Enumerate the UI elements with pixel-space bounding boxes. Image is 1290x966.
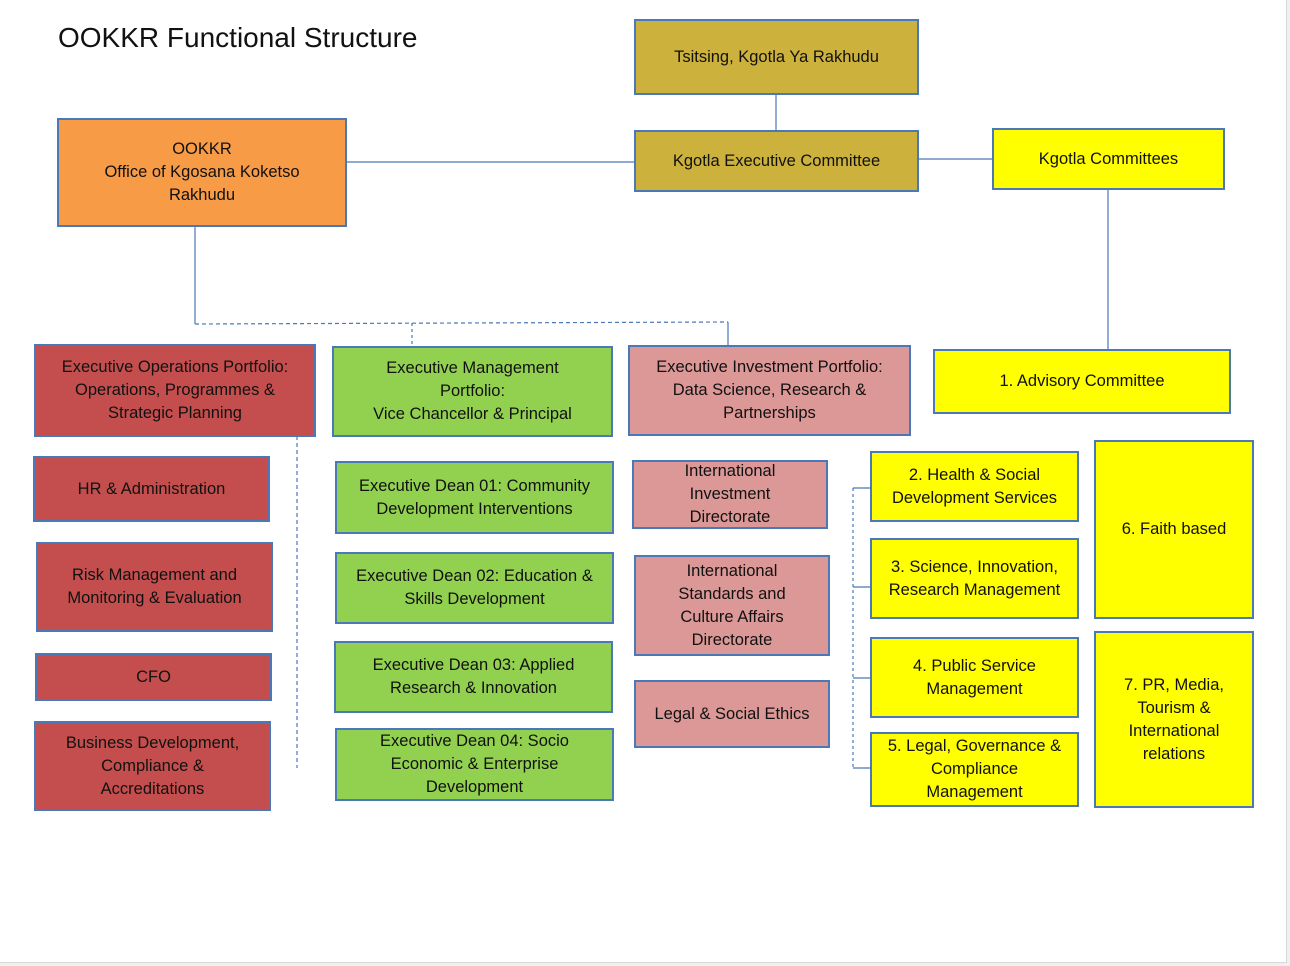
pr-media-committee-box: 7. PR, Media, Tourism & International re…	[1094, 631, 1254, 808]
legal-social-ethics-box: Legal & Social Ethics	[634, 680, 830, 748]
risk-management-box: Risk Management and Monitoring & Evaluat…	[36, 542, 273, 632]
international-investment-box: International Investment Directorate	[632, 460, 828, 529]
link-portfolio-bar	[194, 321, 729, 325]
ookkr-office-box: OOKKR Office of Kgosana Koketso Rakhudu	[57, 118, 347, 227]
operations-portfolio-box: Executive Operations Portfolio: Operatio…	[34, 344, 316, 437]
faith-based-committee-box: 6. Faith based	[1094, 440, 1254, 619]
investment-portfolio-box: Executive Investment Portfolio: Data Sci…	[628, 345, 911, 436]
executive-dean-01-box: Executive Dean 01: Community Development…	[335, 461, 614, 534]
international-standards-box: International Standards and Culture Affa…	[634, 555, 830, 656]
executive-dean-04-box: Executive Dean 04: Socio Economic & Ente…	[335, 728, 614, 801]
cfo-box: CFO	[35, 653, 272, 701]
advisory-committee-box: 1. Advisory Committee	[933, 349, 1231, 414]
management-portfolio-box: Executive Management Portfolio: Vice Cha…	[332, 346, 613, 437]
page-title: OOKKR Functional Structure	[58, 22, 418, 53]
science-innovation-committee-box: 3. Science, Innovation, Research Managem…	[870, 538, 1079, 619]
kgotla-committees-box: Kgotla Committees	[992, 128, 1225, 190]
legal-governance-committee-box: 5. Legal, Governance & Compliance Manage…	[870, 732, 1079, 807]
executive-committee-box: Kgotla Executive Committee	[634, 130, 919, 192]
health-social-committee-box: 2. Health & Social Development Services	[870, 451, 1079, 522]
public-service-committee-box: 4. Public Service Management	[870, 637, 1079, 718]
executive-dean-03-box: Executive Dean 03: Applied Research & In…	[334, 641, 613, 713]
executive-dean-02-box: Executive Dean 02: Education & Skills De…	[335, 552, 614, 624]
business-development-box: Business Development, Compliance & Accre…	[34, 721, 271, 811]
hr-administration-box: HR & Administration	[33, 456, 270, 522]
tsitsing-box: Tsitsing, Kgotla Ya Rakhudu	[634, 19, 919, 95]
